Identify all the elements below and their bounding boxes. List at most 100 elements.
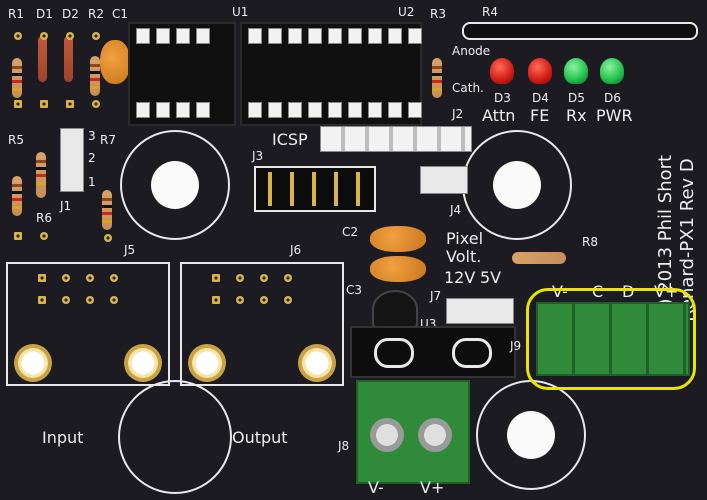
label-anode: Anode <box>452 44 491 58</box>
label-attn: Attn <box>482 106 516 125</box>
pad <box>62 274 70 282</box>
resistor-r1 <box>12 58 22 98</box>
ref-j4: J4 <box>450 203 462 217</box>
diode-d2 <box>64 36 73 82</box>
ref-c3: C3 <box>346 283 363 297</box>
pad <box>66 32 74 40</box>
led-d4-red <box>528 58 552 84</box>
label-vminus: V- <box>552 282 568 301</box>
pad <box>236 296 244 304</box>
j1-pin-2: 2 <box>88 151 96 165</box>
resistor-r4-outline <box>462 22 698 40</box>
jumper-j7 <box>446 298 514 324</box>
pad <box>62 296 70 304</box>
pad <box>86 274 94 282</box>
pad <box>92 100 100 108</box>
label-c: C <box>592 282 604 301</box>
resistor-r6 <box>36 152 46 198</box>
mounting-hole-left <box>120 130 230 240</box>
pad <box>14 232 22 240</box>
ref-r6: R6 <box>36 211 52 225</box>
ref-u1: U1 <box>232 5 249 19</box>
resistor-r7 <box>102 190 112 230</box>
j1-pin-1: 1 <box>88 175 96 189</box>
label-output: Output <box>232 428 288 447</box>
ic-socket-u2 <box>240 22 422 126</box>
resistor-r8 <box>512 252 566 264</box>
pad <box>104 234 112 242</box>
ref-d1: D1 <box>36 7 53 21</box>
ref-c2: C2 <box>342 225 359 239</box>
label-pixel-volt: Pixel Volt. <box>446 229 484 266</box>
resistor-r5 <box>12 176 22 216</box>
pad <box>212 274 220 282</box>
mounting-hole-outline-bottom <box>118 380 232 494</box>
mounting-hole-right <box>462 130 572 240</box>
label-5v: 5V <box>480 268 502 287</box>
label-fe: FE <box>530 106 550 125</box>
label-d: D <box>622 282 635 301</box>
label-12v: 12V <box>444 268 476 287</box>
rj45-mount-ring <box>14 344 52 382</box>
ref-j6: J6 <box>290 243 302 257</box>
label-j8-vplus: V+ <box>420 478 445 497</box>
ref-d2: D2 <box>62 7 79 21</box>
header-j3 <box>254 166 376 212</box>
pad <box>40 100 48 108</box>
ref-d4: D4 <box>532 91 549 105</box>
rj45-mount-ring <box>124 344 162 382</box>
label-icsp: ICSP <box>272 130 308 149</box>
pad <box>236 274 244 282</box>
led-d6-green <box>600 58 624 84</box>
label-cathode: Cath. <box>452 81 484 95</box>
diode-d1 <box>38 36 47 82</box>
label-pwr: PWR <box>596 106 633 125</box>
ref-j5: J5 <box>124 243 136 257</box>
header-icsp-j2 <box>320 126 472 152</box>
connector-outline-j6 <box>180 262 344 386</box>
resistor-r2 <box>90 56 100 96</box>
pad <box>284 296 292 304</box>
ref-r3: R3 <box>430 7 446 21</box>
ref-j3: J3 <box>252 149 264 163</box>
pad <box>40 32 48 40</box>
pad <box>284 274 292 282</box>
rj45-mount-ring <box>188 344 226 382</box>
label-j8-vminus: V- <box>368 478 384 497</box>
ref-j7: J7 <box>430 289 442 303</box>
ref-r7: R7 <box>100 133 116 147</box>
header-j4 <box>420 166 468 194</box>
ref-c1: C1 <box>112 7 129 21</box>
ref-r2: R2 <box>88 7 104 21</box>
mounting-hole-bottom <box>476 380 586 490</box>
led-d3-red <box>490 58 514 84</box>
ref-j2: J2 <box>452 107 464 121</box>
ref-r1: R1 <box>8 7 24 21</box>
ref-d5: D5 <box>568 91 585 105</box>
led-d5-green <box>564 58 588 84</box>
j1-pin-3: 3 <box>88 129 96 143</box>
pad <box>38 296 46 304</box>
label-rx: Rx <box>566 106 587 125</box>
terminal-block-j9 <box>536 302 690 376</box>
rj45-mount-ring <box>298 344 336 382</box>
capacitor-c3 <box>370 256 426 282</box>
highlight-j9 <box>526 288 696 390</box>
ref-d6: D6 <box>604 91 621 105</box>
ic-socket-u1 <box>128 22 236 126</box>
pad <box>66 100 74 108</box>
pad <box>212 296 220 304</box>
heatsink-bracket <box>350 326 516 378</box>
pad <box>14 100 22 108</box>
terminal-block-j8 <box>356 380 470 484</box>
label-vplus: V+ <box>654 282 679 301</box>
regulator-u3 <box>372 290 418 328</box>
capacitor-c2 <box>370 226 426 252</box>
connector-outline-j5 <box>6 262 170 386</box>
resistor-r3 <box>432 58 442 98</box>
ref-j1: J1 <box>60 199 72 213</box>
pad <box>40 232 48 240</box>
ref-r8: R8 <box>582 235 598 249</box>
ref-u2: U2 <box>398 5 415 19</box>
